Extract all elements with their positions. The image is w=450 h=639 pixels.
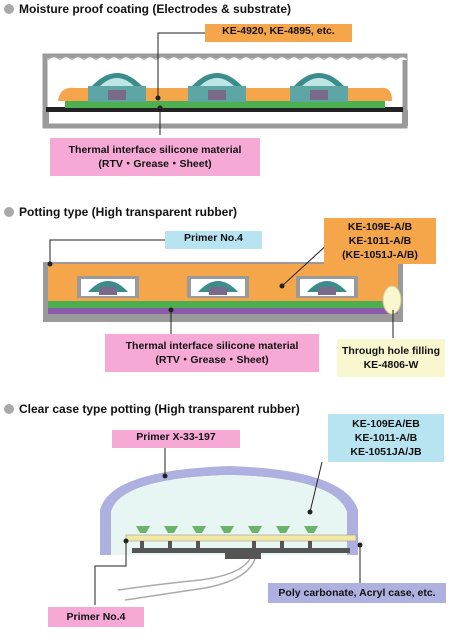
leader-line-primer-bottom [94,541,127,605]
cable-1 [117,558,251,591]
through-hole-filling [382,285,402,315]
potting-led-1 [77,276,139,298]
leader-dot-primer [47,261,53,267]
label-primer-no4-potting: Primer No.4 [165,231,262,249]
leader-line-rubber [281,241,331,287]
leader-dot-coating [155,95,161,101]
leader-dot-rubber-3 [307,509,313,515]
label-coating-products: KE-4920, KE-4895, etc. [205,24,352,42]
frame-leg-left [43,110,49,126]
section2-title: Potting type (High transparent rubber) [19,205,238,219]
clear-case-yellow-board [125,534,357,542]
frame-leg-right [402,110,408,126]
leader-line-coating [157,32,205,98]
led-unit-3 [290,73,348,102]
label-primer-x33-197: Primer X-33-197 [112,430,240,448]
section1-title: Moisture proof coating (Electrodes & sub… [19,2,292,16]
label-thermal-material-2: Thermal interface silicone material (RTV… [105,334,319,372]
section2-title-row: Potting type (High transparent rubber) [4,205,237,219]
leader-line-rubber-3 [309,461,323,513]
label-clear-case-rubber-products: KE-109EA/EB KE-1011-A/B KE-1051JA/JB [328,414,444,462]
potting-green-board [48,301,398,308]
black-substrate [46,107,403,112]
leader-dot-primer-top [162,473,168,479]
leader-dot-case [357,542,363,548]
potting-led-2 [187,276,249,298]
section1-title-row: Moisture proof coating (Electrodes & sub… [4,2,291,16]
cable-2 [124,558,256,601]
clear-case-leds [136,526,318,533]
clear-case-dark-base [132,548,350,553]
label-primer-no4-clear: Primer No.4 [48,607,144,627]
leader-dot-thermal-2 [168,307,174,313]
led-unit-1 [88,73,146,102]
label-case-material: Poly carbonate, Acryl case, etc. [268,583,446,603]
section-bullet-icon [4,207,14,217]
leader-dot-primer-bottom [123,538,129,544]
label-thermal-material-1: Thermal interface silicone material (RTV… [50,138,260,176]
leader-dot-thermal-1 [157,105,163,111]
clear-case-pins [140,541,312,549]
white-scallop-coating [47,56,409,61]
section3-title: Clear case type potting (High transparen… [19,402,300,416]
green-board [65,101,385,108]
potting-led-3 [296,276,358,298]
leader-dot-rubber [279,283,285,289]
case-frame [42,53,408,129]
section-bullet-icon [4,404,14,414]
label-potting-rubber-products: KE-109E-A/B KE-1011-A/B (KE-1051J-A/B) [324,218,436,264]
section-bullet-icon [4,4,14,14]
label-through-hole-filling: Through hole filling KE-4806-W [337,339,445,377]
led-unit-2 [188,73,246,102]
moisture-coating-diagram [42,32,409,135]
clear-case-stand [225,553,261,559]
potting-diagram [43,239,403,338]
potting-purple-base [48,308,398,314]
clear-case-diagram [94,448,363,605]
section3-title-row: Clear case type potting (High transparen… [4,402,300,416]
leader-line-primer [49,239,165,264]
